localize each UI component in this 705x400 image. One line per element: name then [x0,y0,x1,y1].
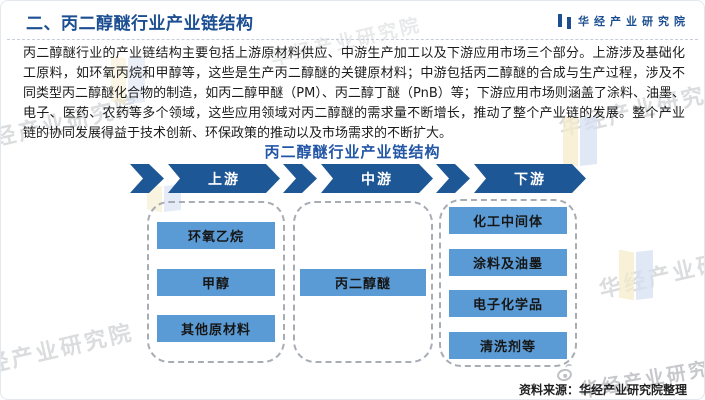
watermark-text: 华经产业研究院 [596,239,705,304]
brand-logo: 华经产业研究院 [558,13,690,29]
stage-downstream: 下游 [436,164,586,193]
brand-logo-icon [558,13,571,29]
stage-label-downstream: 下游 [474,164,586,193]
node-other-raw-materials: 其他原材料 [157,314,275,342]
intro-paragraph: 丙二醇醚行业的产业链结构主要包括上游原材料供应、中游生产加工以及下游应用市场三个… [23,46,685,141]
source-note: 资料来源：华经产业研究院整理 [518,383,687,397]
stage-label-upstream: 上游 [168,164,280,193]
stage-upstream: 上游 [130,164,280,193]
chevron-icon [436,164,470,193]
node-ethylene-oxide: 环氧乙烷 [157,222,275,250]
brand-flag-watermark [619,249,653,301]
header: 二、丙二醇醚行业产业链结构 华经产业研究院 [26,8,690,34]
node-cleaning-agents: 清洗剂等 [449,331,567,359]
node-chemical-intermediates: 化工中间体 [449,207,567,234]
upstream-container: 环氧乙烷 甲醇 其他原材料 [147,201,285,363]
stage-label-midstream: 中游 [321,164,433,193]
midstream-container: 丙二醇醚 [293,201,433,363]
stage-arrow-row: 上游 中游 下游 [130,164,586,193]
node-propylene-glycol-ether: 丙二醇醚 [300,268,426,296]
watermark-text: 经产业研究院 [0,320,137,379]
node-electronic-chemicals: 电子化学品 [449,290,567,318]
node-methanol: 甲醇 [157,268,275,296]
stage-midstream: 中游 [283,164,433,193]
header-divider [7,39,698,40]
brand-logo-text: 华经产业研究院 [578,15,690,28]
diagram-title: 丙二醇醚行业产业链结构 [264,143,441,161]
page-title: 二、丙二醇醚行业产业链结构 [26,13,254,34]
downstream-container: 化工中间体 涂料及油墨 电子化学品 清洗剂等 [439,199,577,367]
chevron-icon [283,164,317,193]
node-coatings-inks: 涂料及油墨 [449,248,567,276]
chevron-icon [130,164,164,193]
